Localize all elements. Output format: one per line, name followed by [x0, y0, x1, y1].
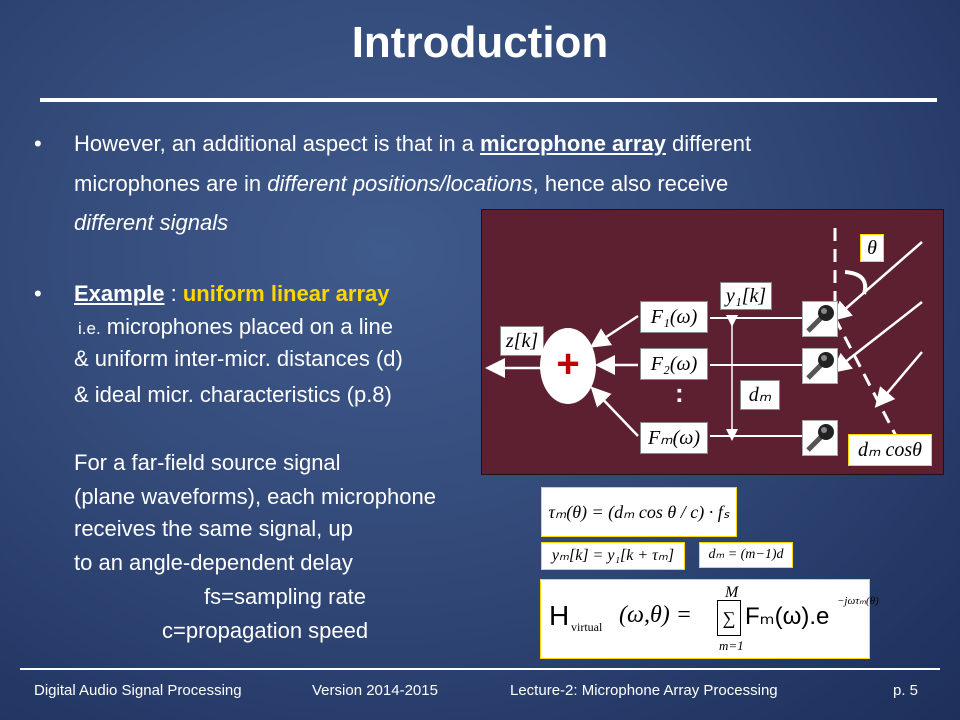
- h-summand: Fₘ(ω).e: [745, 603, 830, 630]
- y1-label-box: y₁[k]: [720, 282, 772, 310]
- z-output-box: z[k]: [500, 326, 544, 356]
- bullet1-line3: different signals: [74, 210, 229, 235]
- sum-lower-limit: m=1: [719, 638, 744, 653]
- example-colon: :: [164, 281, 183, 306]
- ie-rest: microphones placed on a line: [100, 314, 393, 339]
- bullet1-text-c: different: [665, 131, 752, 156]
- uniform-linear-array-term: uniform linear array: [182, 281, 390, 306]
- filter-f1-box: F₁(ω): [640, 301, 708, 333]
- paragraph-line-4: to an angle-dependent delay: [74, 550, 353, 575]
- arrow-f1-sum: [589, 314, 639, 348]
- footer-course: Digital Audio Signal Processing: [34, 682, 242, 699]
- array-diagram-lines: [485, 228, 923, 441]
- slide-title: Introduction: [351, 18, 609, 67]
- arrow-fm-sum: [590, 386, 639, 437]
- wave-arrow-1: [831, 241, 923, 322]
- bullet2-line1: Example : uniform linear array: [74, 281, 389, 307]
- bullet-marker-1: •: [34, 131, 42, 156]
- footer-lecture: Lecture-2: Microphone Array Processing: [510, 682, 778, 699]
- fs-definition: fs=sampling rate: [204, 584, 367, 609]
- microphone-2-icon: [802, 348, 838, 384]
- paragraph-line-2: (plane waveforms), each microphone: [74, 484, 436, 509]
- wave-arrow-m: [874, 351, 923, 408]
- filter-fm-box: Fₘ(ω): [640, 422, 708, 454]
- footer-divider: [20, 668, 940, 670]
- ym-formula: yₘ[k] = y₁[k + τₘ]: [541, 542, 685, 570]
- bullet1-text-a: However, an additional aspect is that in…: [74, 131, 481, 156]
- bullet1-line2-italic: different positions/locations: [267, 171, 533, 196]
- sum-upper-limit: M: [725, 584, 739, 601]
- microphone-array-term: microphone array: [480, 131, 666, 156]
- theta-label-box: θ: [860, 234, 884, 262]
- dm-formula: dₘ = (m−1)d: [699, 542, 793, 568]
- title-divider: [40, 98, 937, 102]
- h-symbol: H: [549, 600, 570, 631]
- dm-label-box: dₘ: [740, 380, 780, 410]
- paragraph-line-3: receives the same signal, up: [74, 516, 353, 541]
- bullet2-line2: & uniform inter-micr. distances (d): [74, 346, 403, 371]
- example-label: Example: [74, 281, 165, 306]
- ellipsis-dots: :: [675, 378, 684, 408]
- angle-arc: [844, 270, 868, 295]
- bullet1-line1: However, an additional aspect is that in…: [74, 131, 751, 157]
- tau-formula: τₘ(θ) = (dₘ cos θ / c) · fₛ: [541, 487, 737, 537]
- wave-arrow-2: [831, 301, 923, 374]
- microphone-1-icon: [802, 301, 838, 337]
- microphone-m-icon: [802, 420, 838, 456]
- bullet1-line2-a: microphones are in: [74, 171, 268, 196]
- ie-prefix: i.e.: [78, 319, 101, 338]
- h-exponent: −jωτₘ(θ): [837, 595, 879, 607]
- bullet1-line2: microphones are in different positions/l…: [74, 171, 728, 197]
- c-definition: c=propagation speed: [162, 618, 369, 643]
- filter-f2-box: F₂(ω): [640, 348, 708, 380]
- dm-cos-theta-box: dₘ cosθ: [848, 434, 932, 466]
- summer-node: +: [540, 328, 596, 404]
- bullet1-line2-c: , hence also receive: [532, 171, 729, 196]
- footer-page-number: p. 5: [893, 682, 919, 699]
- sum-symbol-box: ∑: [717, 600, 741, 636]
- bullet-marker-2: •: [34, 281, 42, 306]
- wavefront-dashed-line: [833, 317, 898, 437]
- h-subscript: virtual: [571, 620, 603, 634]
- h-virtual-formula: H virtual (ω,θ) = M ∑ m=1 Fₘ(ω).e −jωτₘ(…: [540, 579, 879, 659]
- paragraph-line-1: For a far-field source signal: [74, 450, 341, 475]
- footer-version: Version 2014-2015: [312, 682, 438, 699]
- bullet2-line3: & ideal micr. characteristics (p.8): [74, 382, 392, 407]
- h-arguments: (ω,θ) =: [619, 602, 692, 628]
- bullet2-ie-line: i.e. microphones placed on a line: [78, 314, 393, 342]
